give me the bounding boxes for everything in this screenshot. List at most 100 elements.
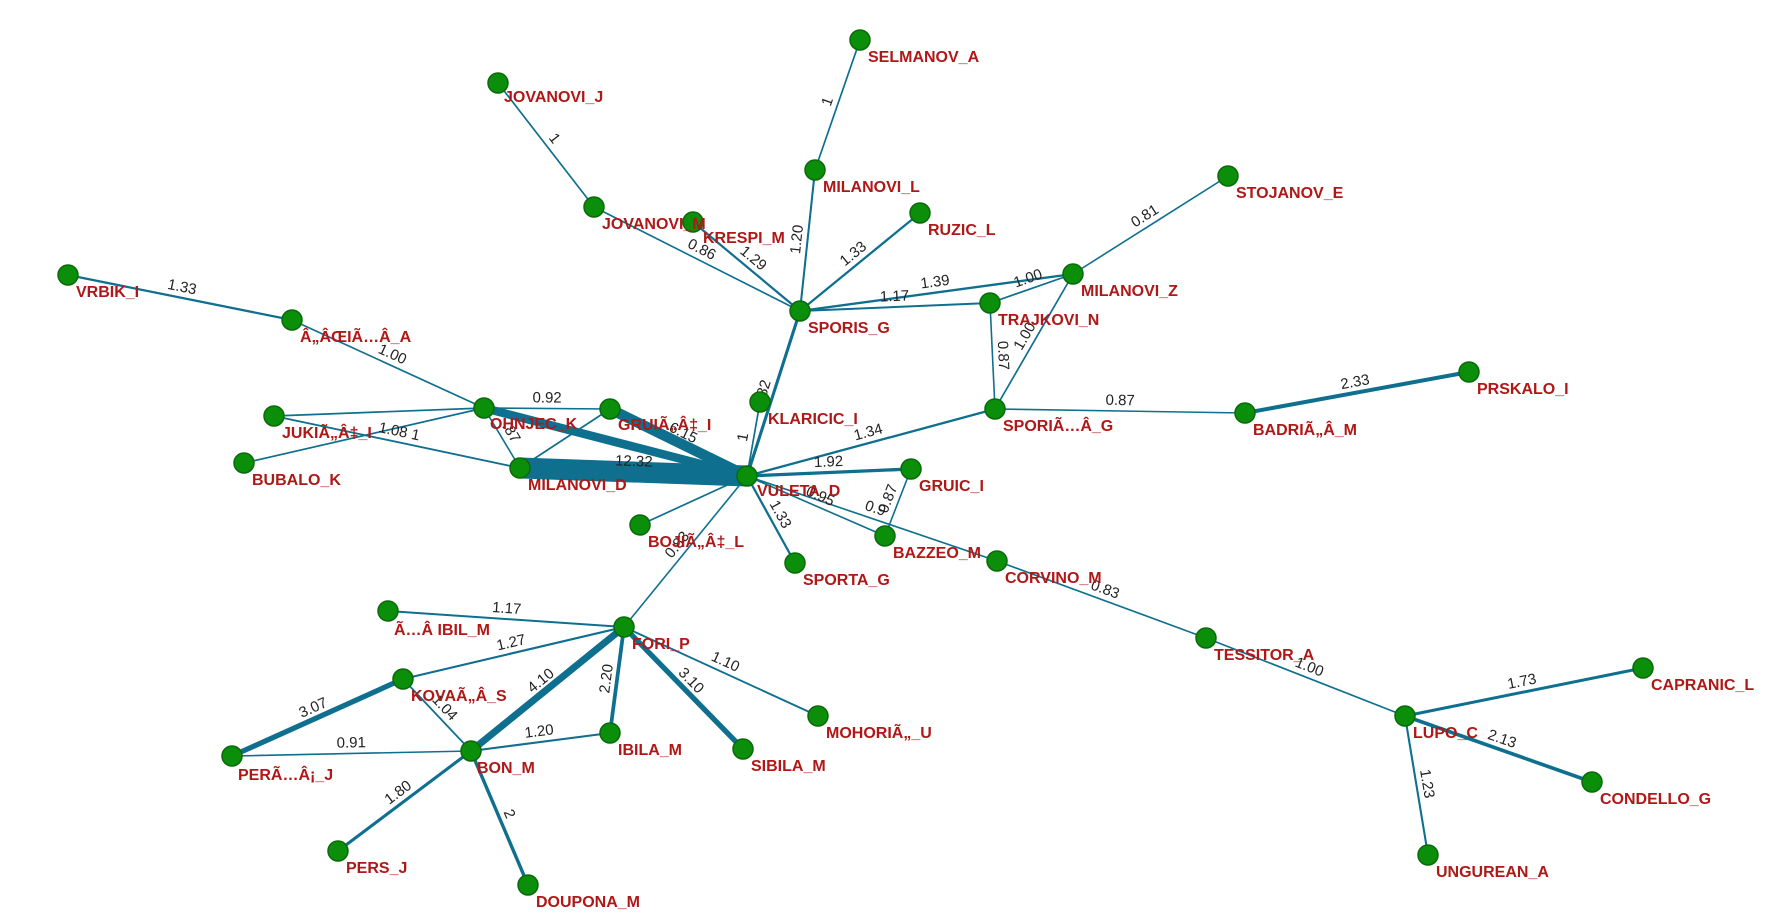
edge-weight-label: 1.08 1 xyxy=(377,419,421,444)
node-krespi_m[interactable] xyxy=(682,211,704,233)
node-label-krespi_m: KRESPI_M xyxy=(703,230,785,247)
node-badria_m[interactable] xyxy=(1234,402,1256,424)
node-label-a_aceia_a: Â„ÂŒIÃ…Â_A xyxy=(300,326,412,346)
node-vrbik_i[interactable] xyxy=(57,264,79,286)
node-jovanovi_j[interactable] xyxy=(487,72,509,94)
edge-fori_p-kovaa_s xyxy=(401,625,626,681)
edge-weight-label: 0.87 xyxy=(994,341,1012,371)
node-bojia_l[interactable] xyxy=(629,514,651,536)
edge-milanovi_z-trajkovi_n xyxy=(989,273,1074,304)
node-fori_p[interactable] xyxy=(613,616,635,638)
node-label-bazzeo_m: BAZZEO_M xyxy=(893,545,981,562)
node-jukia_i[interactable] xyxy=(263,405,285,427)
node-label-a_ibil_m: Ã…Â IBIL_M xyxy=(394,619,490,639)
node-ibila_m[interactable] xyxy=(599,722,621,744)
node-selmanov_a[interactable] xyxy=(849,29,871,51)
edge-vuleta_d-corvino_m xyxy=(746,475,998,562)
node-label-jovanovi_j: JOVANOVI_J xyxy=(504,89,603,106)
node-stojanov_e[interactable] xyxy=(1217,165,1239,187)
edge-vuleta_d-sporis_g xyxy=(745,309,802,478)
node-jovanovi_m[interactable] xyxy=(583,196,605,218)
node-bon_m[interactable] xyxy=(460,740,482,762)
node-label-lupo_c: LUPO_C xyxy=(1413,725,1478,742)
node-label-bubalo_k: BUBALO_K xyxy=(252,472,341,489)
edge-weight-label: 1.29 xyxy=(737,243,770,275)
node-sibila_m[interactable] xyxy=(732,738,754,760)
edge-weight-label: 0.92 xyxy=(532,389,561,406)
node-corvino_m[interactable] xyxy=(986,550,1008,572)
node-ungurean_a[interactable] xyxy=(1417,844,1439,866)
node-label-selmanov_a: SELMANOV_A xyxy=(868,49,980,66)
node-label-fori_p: FORI_P xyxy=(632,636,690,653)
node-label-corvino_m: CORVINO_M xyxy=(1005,570,1102,587)
edge-lupo_c-ungurean_a xyxy=(1403,714,1430,857)
node-milanovi_d[interactable] xyxy=(509,457,531,479)
node-ruzic_l[interactable] xyxy=(909,202,931,224)
edge-ohnjec_k-milanovi_d xyxy=(483,407,521,469)
node-label-vrbik_i: VRBIK_I xyxy=(76,284,139,301)
node-sporis_g[interactable] xyxy=(789,300,811,322)
node-gruic_i[interactable] xyxy=(900,458,922,480)
edge-vuleta_d-gruic_i xyxy=(745,467,913,478)
node-klaricic_i[interactable] xyxy=(749,391,771,413)
edge-vuleta_d-bazzeo_m xyxy=(746,475,886,537)
node-prskalo_i[interactable] xyxy=(1458,361,1480,383)
edge-lupo_c-capranic_l xyxy=(1403,666,1645,718)
node-condello_g[interactable] xyxy=(1581,771,1603,793)
node-a_aceia_a[interactable] xyxy=(281,309,303,331)
node-sporta_g[interactable] xyxy=(784,552,806,574)
node-milanovi_z[interactable] xyxy=(1062,263,1084,285)
edge-fori_p-bon_m xyxy=(467,623,628,755)
edge-weight-label: 0.9 xyxy=(863,497,888,520)
node-label-jovanovi_m: JOVANOVI_M xyxy=(602,216,706,233)
node-label-klaricic_i: KLARICIC_I xyxy=(768,411,858,428)
node-doupona_m[interactable] xyxy=(517,874,539,896)
node-pera_j[interactable] xyxy=(221,745,243,767)
node-gruia_i[interactable] xyxy=(599,398,621,420)
node-lupo_c[interactable] xyxy=(1394,705,1416,727)
node-ohnjec_k[interactable] xyxy=(473,397,495,419)
edge-kovaa_s-bon_m xyxy=(402,678,472,752)
node-bazzeo_m[interactable] xyxy=(874,525,896,547)
edge-jukia_i-milanovi_d xyxy=(273,415,521,469)
edge-weight-label: 0.91 xyxy=(337,734,367,752)
edge-pera_j-bon_m xyxy=(231,750,472,757)
edge-sporis_g-jovanovi_m xyxy=(593,206,801,312)
node-label-pers_j: PERS_J xyxy=(346,860,407,877)
edge-weight-label: 2.20 xyxy=(596,663,617,694)
node-capranic_l[interactable] xyxy=(1632,657,1654,679)
edge-milanovi_d-vuleta_d xyxy=(509,457,758,487)
edge-fori_p-sibila_m xyxy=(621,624,746,752)
node-label-bojia_l: BOJIÃ„Â‡_L xyxy=(648,531,744,551)
edge-milanovi_z-stojanov_e xyxy=(1072,175,1229,275)
node-tessitor_a[interactable] xyxy=(1195,627,1217,649)
node-milanovi_l[interactable] xyxy=(804,159,826,181)
edge-weight-label: 1.10 xyxy=(709,648,743,676)
node-mohoria_u[interactable] xyxy=(807,705,829,727)
node-label-ungurean_a: UNGUREAN_A xyxy=(1436,864,1549,881)
edge-klaricic_i-vuleta_d xyxy=(746,401,761,477)
edge-ohnjec_k-jukia_i xyxy=(273,407,485,417)
node-vuleta_d[interactable] xyxy=(736,465,758,487)
node-kovaa_s[interactable] xyxy=(392,668,414,690)
edge-jovanovi_m-jovanovi_j xyxy=(497,82,595,208)
node-spori_a_g[interactable] xyxy=(984,398,1006,420)
node-label-sporta_g: SPORTA_G xyxy=(803,572,890,589)
edge-weight-label: 1 xyxy=(734,432,752,443)
node-label-condello_g: CONDELLO_G xyxy=(1600,791,1711,808)
node-trajkovi_n[interactable] xyxy=(979,292,1001,314)
edge-a_aceia_a-ohnjec_k xyxy=(291,319,485,409)
edge-tessitor_a-lupo_c xyxy=(1205,637,1406,717)
edge-weight-label: 0.87 xyxy=(1105,392,1134,409)
edge-milanovi_l-selmanov_a xyxy=(814,39,861,171)
edge-weight-label: 1.73 xyxy=(1506,670,1538,692)
edge-vuleta_d-spori_a_g xyxy=(745,407,997,478)
node-label-vuleta_d: VULETA_D xyxy=(757,483,840,500)
node-pers_j[interactable] xyxy=(327,840,349,862)
edge-bon_m-doupona_m xyxy=(469,749,530,887)
edge-badria_m-prskalo_i xyxy=(1243,370,1471,415)
node-label-sibila_m: SIBILA_M xyxy=(751,758,826,775)
node-bubalo_k[interactable] xyxy=(233,452,255,474)
node-a_ibil_m[interactable] xyxy=(377,600,399,622)
